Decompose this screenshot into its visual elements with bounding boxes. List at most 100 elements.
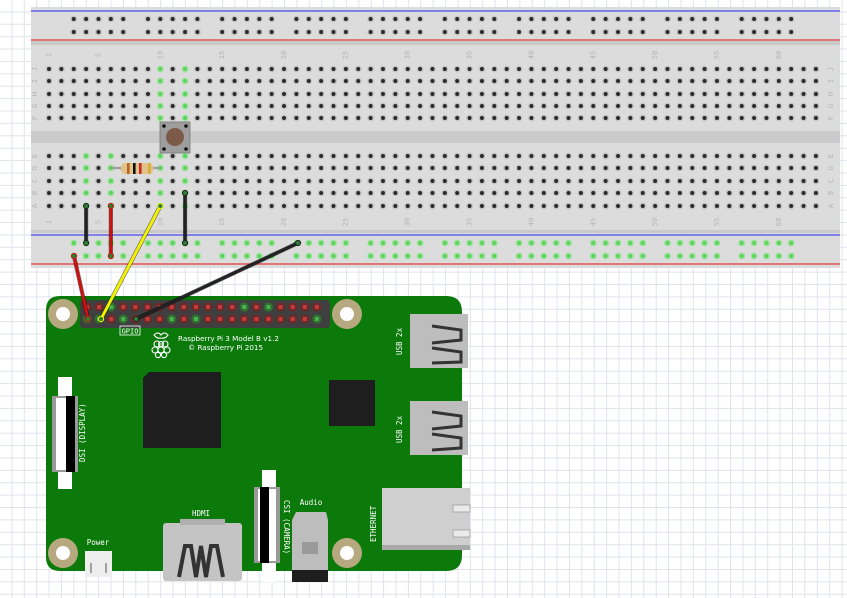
breadboard-hole-f59[interactable] bbox=[763, 114, 770, 122]
power-rail-hole[interactable] bbox=[218, 15, 226, 23]
breadboard-hole-d48[interactable] bbox=[626, 164, 634, 172]
breadboard-hole-i11[interactable] bbox=[169, 77, 177, 85]
breadboard-hole-d19[interactable] bbox=[268, 164, 276, 172]
power-rail-hole[interactable] bbox=[404, 239, 412, 247]
breadboard-hole-c63[interactable] bbox=[812, 177, 820, 185]
breadboard-hole-a26[interactable] bbox=[354, 202, 362, 210]
breadboard-hole-j52[interactable] bbox=[676, 65, 684, 73]
breadboard-hole-g59[interactable] bbox=[763, 102, 770, 110]
breadboard-hole-b3[interactable] bbox=[70, 189, 78, 197]
breadboard-hole-d56[interactable] bbox=[725, 164, 733, 172]
breadboard-hole-j24[interactable] bbox=[330, 65, 337, 73]
breadboard-hole-j21[interactable] bbox=[293, 65, 300, 73]
power-rail-hole[interactable] bbox=[416, 28, 424, 36]
gpio-pin[interactable] bbox=[251, 314, 261, 324]
power-rail-hole[interactable] bbox=[379, 252, 387, 260]
breadboard-hole-b32[interactable] bbox=[429, 189, 436, 197]
breadboard-hole-b4[interactable] bbox=[82, 189, 90, 197]
power-rail-hole[interactable] bbox=[231, 15, 238, 23]
breadboard-hole-a58[interactable] bbox=[750, 202, 758, 210]
power-rail-hole[interactable] bbox=[70, 15, 78, 23]
breadboard-hole-f63[interactable] bbox=[812, 114, 820, 122]
breadboard-hole-h36[interactable] bbox=[478, 90, 486, 98]
breadboard-hole-j32[interactable] bbox=[429, 65, 436, 73]
breadboard-hole-a43[interactable] bbox=[565, 202, 572, 210]
power-rail-hole[interactable] bbox=[82, 15, 90, 23]
black-pi-wire[interactable] bbox=[132, 239, 302, 323]
breadboard-hole-g14[interactable] bbox=[206, 102, 214, 110]
black-jumper-b[interactable] bbox=[181, 189, 189, 247]
breadboard-hole-g7[interactable] bbox=[119, 102, 127, 110]
breadboard-hole-c33[interactable] bbox=[441, 177, 449, 185]
breadboard-hole-f60[interactable] bbox=[775, 114, 783, 122]
breadboard-hole-f2[interactable] bbox=[57, 114, 65, 122]
breadboard-hole-b21[interactable] bbox=[293, 189, 300, 197]
power-rail-hole[interactable] bbox=[330, 15, 337, 23]
breadboard-hole-d38[interactable] bbox=[503, 164, 511, 172]
breadboard-hole-a13[interactable] bbox=[194, 202, 201, 210]
breadboard-hole-h23[interactable] bbox=[317, 90, 325, 98]
breadboard-hole-g56[interactable] bbox=[725, 102, 733, 110]
power-rail-hole[interactable] bbox=[342, 15, 350, 23]
breadboard-hole-i12[interactable] bbox=[181, 77, 189, 85]
breadboard-hole-f50[interactable] bbox=[651, 114, 659, 122]
power-rail-hole[interactable] bbox=[243, 252, 251, 260]
breadboard-hole-i20[interactable] bbox=[280, 77, 288, 85]
breadboard-hole-j51[interactable] bbox=[664, 65, 671, 73]
breadboard-hole-i28[interactable] bbox=[379, 77, 387, 85]
breadboard-hole-b61[interactable] bbox=[787, 189, 795, 197]
breadboard-hole-e23[interactable] bbox=[317, 152, 325, 160]
breadboard-hole-a3[interactable] bbox=[70, 202, 78, 210]
breadboard-hole-d20[interactable] bbox=[280, 164, 288, 172]
breadboard-hole-h26[interactable] bbox=[354, 90, 362, 98]
power-rail-hole[interactable] bbox=[664, 252, 671, 260]
breadboard-hole-g27[interactable] bbox=[367, 102, 375, 110]
breadboard-hole-e35[interactable] bbox=[466, 152, 473, 160]
power-rail-hole[interactable] bbox=[466, 239, 473, 247]
power-rail-hole[interactable] bbox=[478, 15, 486, 23]
power-rail-hole[interactable] bbox=[639, 252, 647, 260]
power-rail-hole[interactable] bbox=[391, 15, 399, 23]
black-jumper-a[interactable] bbox=[83, 202, 90, 247]
breadboard-hole-f40[interactable] bbox=[528, 114, 535, 122]
breadboard-hole-f4[interactable] bbox=[82, 114, 90, 122]
power-rail-hole[interactable] bbox=[552, 252, 560, 260]
breadboard-hole-f42[interactable] bbox=[552, 114, 560, 122]
breadboard-hole-d44[interactable] bbox=[577, 164, 585, 172]
power-rail-hole[interactable] bbox=[626, 239, 634, 247]
breadboard-hole-f6[interactable] bbox=[107, 114, 115, 122]
resistor[interactable] bbox=[110, 163, 161, 174]
usb-port-2[interactable] bbox=[410, 401, 468, 455]
breadboard-hole-j22[interactable] bbox=[305, 65, 313, 73]
breadboard-hole-g30[interactable] bbox=[404, 102, 412, 110]
power-rail-hole[interactable] bbox=[515, 252, 523, 260]
power-rail-hole[interactable] bbox=[750, 252, 758, 260]
breadboard-hole-a57[interactable] bbox=[738, 202, 746, 210]
breadboard-hole-j9[interactable] bbox=[144, 65, 152, 73]
hdmi-port[interactable] bbox=[163, 519, 242, 581]
power-rail-hole[interactable] bbox=[540, 252, 548, 260]
breadboard-hole-b13[interactable] bbox=[194, 189, 201, 197]
breadboard-hole-g52[interactable] bbox=[676, 102, 684, 110]
breadboard-hole-b62[interactable] bbox=[800, 189, 807, 197]
power-rail-hole[interactable] bbox=[330, 239, 337, 247]
breadboard-hole-f61[interactable] bbox=[787, 114, 795, 122]
breadboard-hole-i58[interactable] bbox=[750, 77, 758, 85]
breadboard-hole-d41[interactable] bbox=[540, 164, 548, 172]
breadboard-hole-h14[interactable] bbox=[206, 90, 214, 98]
breadboard-hole-f55[interactable] bbox=[713, 114, 721, 122]
breadboard-hole-e4[interactable] bbox=[82, 152, 90, 160]
breadboard-hole-i36[interactable] bbox=[478, 77, 486, 85]
power-rail-hole[interactable] bbox=[763, 15, 770, 23]
breadboard-hole-a22[interactable] bbox=[305, 202, 313, 210]
power-rail-hole[interactable] bbox=[305, 28, 313, 36]
breadboard-hole-a17[interactable] bbox=[243, 202, 251, 210]
breadboard-hole-f49[interactable] bbox=[639, 114, 647, 122]
breadboard-hole-f23[interactable] bbox=[317, 114, 325, 122]
power-rail-hole[interactable] bbox=[602, 28, 610, 36]
power-rail-hole[interactable] bbox=[639, 28, 647, 36]
breadboard-hole-h48[interactable] bbox=[626, 90, 634, 98]
power-rail-hole[interactable] bbox=[750, 15, 758, 23]
yellow-wire[interactable] bbox=[97, 202, 164, 323]
breadboard-hole-h35[interactable] bbox=[466, 90, 473, 98]
